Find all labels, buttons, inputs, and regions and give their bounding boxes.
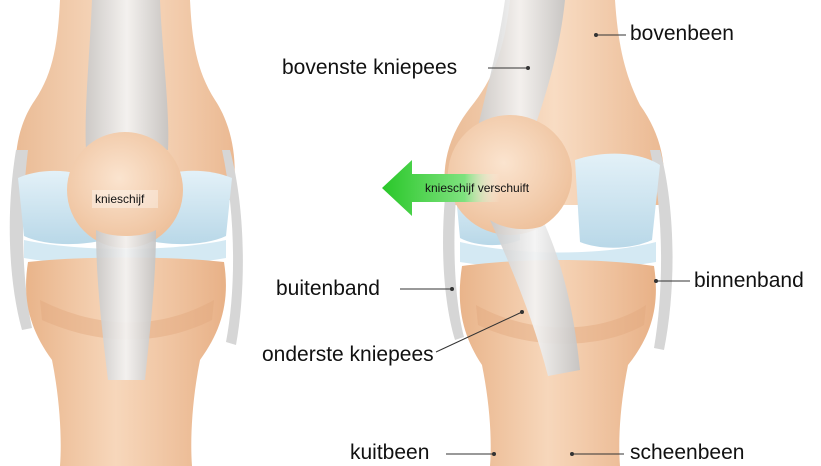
arrow-label: knieschijf verschuift: [425, 181, 529, 195]
label-femur: bovenbeen: [630, 22, 734, 46]
left-upper-tendon: [86, 0, 169, 150]
label-lateral-ligament: buitenband: [276, 277, 380, 301]
patella-label: knieschijf: [95, 192, 144, 206]
label-tibia: scheenbeen: [630, 441, 744, 465]
label-medial-ligament: binnenband: [694, 269, 804, 293]
label-upper-tendon: bovenste kniepees: [282, 56, 457, 80]
right-cartilage-right: [575, 154, 660, 248]
label-fibula: kuitbeen: [350, 441, 429, 465]
left-knee: [10, 0, 243, 466]
label-lower-tendon: onderste kniepees: [262, 343, 434, 367]
